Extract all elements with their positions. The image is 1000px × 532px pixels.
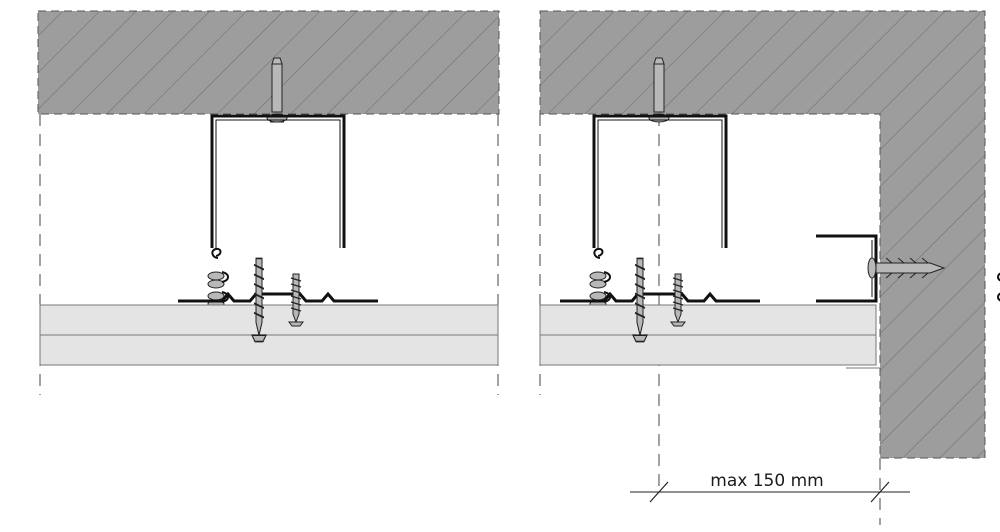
dimension-line: max 150 mm: [630, 471, 910, 503]
right-detail: max 150 mm: [539, 10, 986, 525]
left-detail: [37, 10, 1000, 395]
right-bottom-track: [560, 291, 760, 303]
left-board-lower: [39, 334, 499, 366]
right-u-profile: [592, 114, 728, 248]
dimension-label: max 150 mm: [710, 471, 823, 491]
right-board-lower: [539, 334, 877, 366]
left-board-upper: [39, 304, 499, 336]
left-ceiling-slab: [37, 10, 500, 115]
right-ceiling-and-wall: [539, 10, 986, 459]
left-bottom-track: [178, 291, 378, 303]
left-u-profile: [210, 114, 346, 248]
right-board-upper: [539, 304, 877, 336]
wall-angle-profile: [816, 234, 878, 303]
wall-anchor-plug-icon: [867, 257, 946, 279]
